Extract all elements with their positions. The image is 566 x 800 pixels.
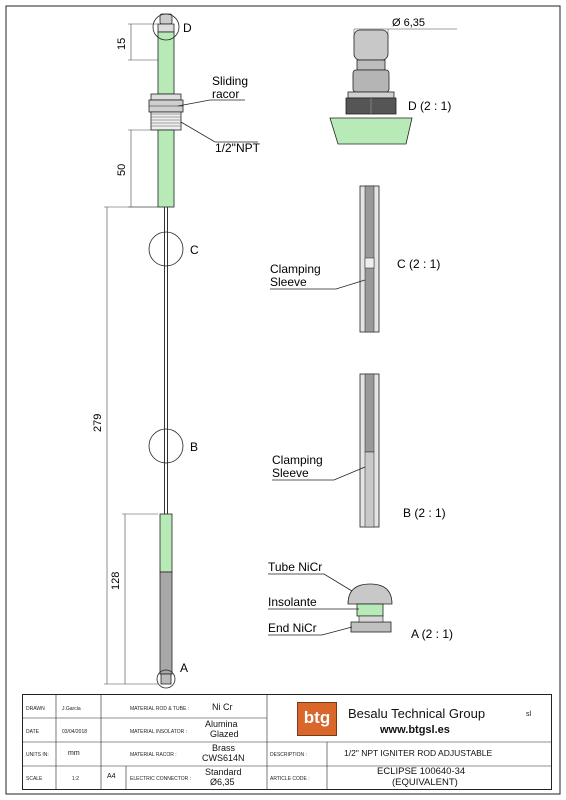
bottom-tube bbox=[159, 571, 173, 675]
view-d-label: D (2 : 1) bbox=[408, 99, 451, 113]
mat-ins-label: MATERIAL INSOLATOR : bbox=[130, 729, 188, 735]
detail-letter-b: B bbox=[190, 440, 198, 454]
detail-circle-c bbox=[148, 231, 184, 267]
clamping-b-2: Sleeve bbox=[272, 466, 309, 480]
dim-128: 128 bbox=[110, 572, 122, 590]
bottom-insulator bbox=[159, 513, 173, 573]
scale-value: 1:2 bbox=[72, 776, 79, 782]
units-label: UNITS IN: bbox=[26, 752, 49, 758]
clamping-c-2: Sleeve bbox=[270, 275, 307, 289]
drawn-label: DRAWN bbox=[26, 706, 45, 712]
end-nicr-label: End NiCr bbox=[268, 621, 317, 635]
detail-d-view: Ø 6,35 D (2 : 1) bbox=[329, 17, 457, 145]
company-suffix: sl bbox=[526, 711, 532, 718]
lower-insulator bbox=[157, 129, 175, 208]
mat-racor-value-2: CWS614N bbox=[202, 753, 245, 763]
sliding-label-1: Sliding bbox=[212, 74, 248, 88]
detail-circle-a bbox=[156, 669, 176, 689]
website-link[interactable]: www.btgsl.es bbox=[380, 724, 450, 736]
units-value: mm bbox=[68, 750, 80, 757]
mat-ins-value-1: Alumina bbox=[205, 719, 238, 729]
view-a-label: A (2 : 1) bbox=[411, 627, 453, 641]
phi-dim: Ø 6,35 bbox=[392, 17, 425, 29]
mat-rod-label: MATERIAL ROD & TUBE : bbox=[130, 706, 190, 712]
detail-letter-d: D bbox=[183, 21, 192, 35]
sheet-size: A4 bbox=[107, 773, 116, 780]
view-b-label: B (2 : 1) bbox=[403, 506, 446, 520]
detail-letter-a: A bbox=[180, 661, 188, 675]
title-block-grid bbox=[22, 694, 552, 790]
top-connector bbox=[159, 13, 173, 25]
detail-letter-c: C bbox=[190, 243, 199, 257]
top-insulator bbox=[157, 31, 175, 95]
dim-15: 15 bbox=[116, 38, 128, 50]
clamping-c-1: Clamping bbox=[270, 262, 321, 276]
sheet-border bbox=[5, 5, 561, 795]
article-value-2: (EQUIVALENT) bbox=[392, 777, 458, 788]
dim-279: 279 bbox=[92, 414, 104, 432]
mat-ins-value-2: Glazed bbox=[210, 729, 239, 739]
clamping-b-1: Clamping bbox=[272, 453, 323, 467]
company-logo: btg bbox=[297, 702, 337, 736]
article-label: ARTICLE CODE : bbox=[270, 776, 310, 782]
view-c-label: C (2 : 1) bbox=[397, 257, 440, 271]
detail-circle-b bbox=[148, 428, 184, 464]
detail-a-view: A (2 : 1) Tube NiCr Insolante End NiCr bbox=[268, 560, 453, 641]
tube-nicr-label: Tube NiCr bbox=[268, 560, 322, 574]
dim-50: 50 bbox=[116, 164, 128, 176]
connector-label: ELECTRIC CONNECTOR : bbox=[130, 776, 192, 782]
mat-racor-value-1: Brass bbox=[212, 743, 236, 753]
company-name: Besalu Technical Group bbox=[348, 706, 486, 721]
insolante-label: Insolante bbox=[268, 595, 317, 609]
main-rod-view: D C B A Sliding racor 1/2"NPT 15 50 279 … bbox=[92, 13, 261, 689]
detail-circle-d bbox=[152, 13, 180, 41]
drawn-value: J.Garcia bbox=[62, 706, 81, 712]
date-value: 03/04/2018 bbox=[62, 729, 88, 735]
description-label: DESCRIPTION : bbox=[270, 752, 307, 758]
title-block: DRAWN J.Garcia DATE 03/04/2018 UNITS IN:… bbox=[22, 694, 552, 790]
detail-c-view: C (2 : 1) Clamping Sleeve bbox=[270, 185, 440, 333]
scale-label: SCALE bbox=[26, 776, 43, 782]
connector-value-2: Ø6,35 bbox=[210, 777, 235, 787]
sliding-racor bbox=[148, 93, 184, 131]
detail-b-view: B (2 : 1) Clamping Sleeve bbox=[272, 373, 446, 528]
mat-racor-label: MATERIAL RACOR : bbox=[130, 752, 177, 758]
logo-text: btg bbox=[303, 708, 331, 727]
npt-label: 1/2"NPT bbox=[215, 141, 261, 155]
sliding-label-2: racor bbox=[212, 87, 239, 101]
article-value-1: ECLIPSE 100640-34 bbox=[377, 766, 466, 777]
date-label: DATE bbox=[26, 729, 39, 735]
description-value: 1/2" NPT IGNITER ROD ADJUSTABLE bbox=[344, 748, 493, 758]
connector-value-1: Standard bbox=[205, 767, 242, 777]
mat-rod-value: Ni Cr bbox=[212, 702, 233, 712]
